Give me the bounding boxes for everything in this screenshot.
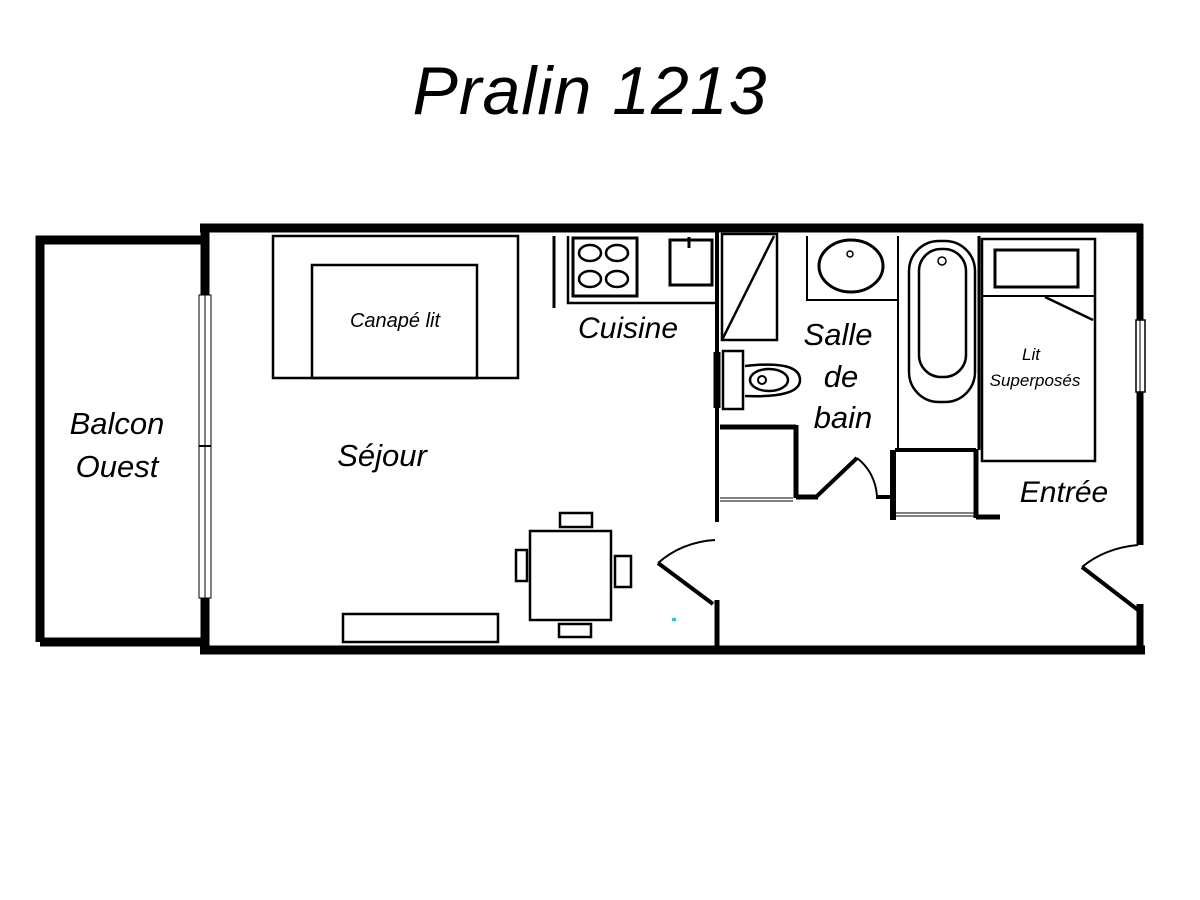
label-canape: Canapé lit xyxy=(350,310,442,332)
sofa-bed xyxy=(271,234,520,380)
east-window xyxy=(1135,319,1146,393)
interior-walls xyxy=(656,228,1000,650)
shower xyxy=(720,232,779,342)
sink-icon xyxy=(668,237,714,287)
label-balcon-line1: Balcon xyxy=(70,406,165,441)
dining-table xyxy=(514,511,633,639)
label-balcon-line2: Ouest xyxy=(76,449,160,484)
label-sdb-line3: bain xyxy=(814,400,873,435)
balcony-window xyxy=(198,294,212,599)
marker-dot xyxy=(672,618,676,621)
outer-walls xyxy=(200,223,1145,655)
bathtub-icon xyxy=(907,239,977,404)
label-sdb-line1: Salle xyxy=(804,317,873,352)
label-sejour: Séjour xyxy=(337,438,428,473)
entrance-door xyxy=(1080,544,1140,612)
label-entree: Entrée xyxy=(1020,476,1108,509)
tv-unit xyxy=(341,612,500,644)
label-lit-line1: Lit xyxy=(1022,345,1041,364)
label-sdb-line2: de xyxy=(824,359,858,394)
label-cuisine: Cuisine xyxy=(578,312,678,345)
washbasin-icon xyxy=(806,236,898,301)
label-lit-line2: Superposés xyxy=(990,371,1081,390)
toilet-icon xyxy=(721,349,802,411)
kitchen xyxy=(552,236,715,308)
bunk-bed xyxy=(980,237,1097,463)
plan-title: Pralin 1213 xyxy=(412,53,768,129)
balcony xyxy=(35,235,205,647)
stove-icon xyxy=(571,236,639,298)
